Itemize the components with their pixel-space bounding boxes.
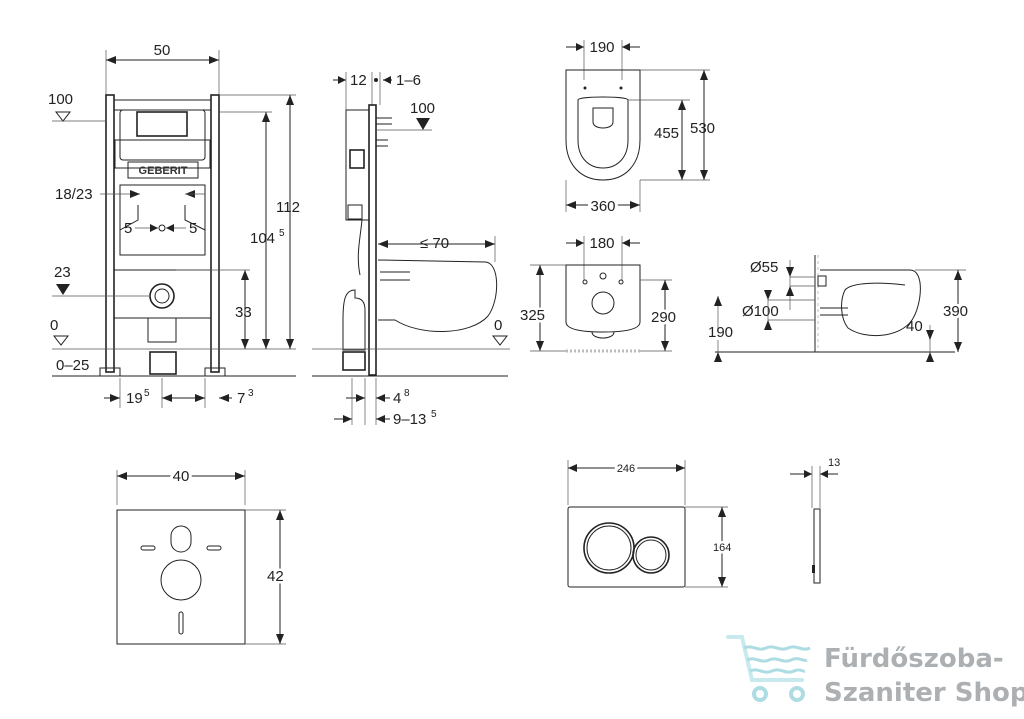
side-top-level-label: 100 bbox=[410, 100, 435, 117]
frame-bottom-left-label: 19 bbox=[126, 390, 143, 407]
bowl-top-outer-length-label: 530 bbox=[690, 120, 715, 137]
frame-width-label: 50 bbox=[154, 42, 171, 59]
frame-floor-range-label: 0–25 bbox=[56, 357, 89, 374]
frame-bottom-right-sup: 3 bbox=[248, 388, 254, 399]
frame-bottom-left-sup: 5 bbox=[144, 388, 150, 399]
frame-level-23-label: 23 bbox=[54, 264, 71, 281]
frame-side-left-label: 5 bbox=[124, 220, 132, 237]
flush-button-large bbox=[583, 522, 635, 574]
bowl-side-view: Ø55 Ø100 190 40 390 bbox=[708, 255, 971, 362]
frame-elevation-view: 50 GEBERIT 100 18/23 bbox=[48, 42, 300, 408]
bowl-side-bottom-label: 40 bbox=[906, 318, 923, 335]
watermark-line-2: Szaniter Shop bbox=[824, 678, 1024, 708]
side-wall-gap-sup: 8 bbox=[404, 388, 410, 399]
watermark-line-1: Fürdőszoba- bbox=[824, 644, 1004, 674]
bowl-top-view: 190 530 455 360 bbox=[565, 39, 715, 218]
bowl-side-height-label: 390 bbox=[943, 303, 968, 320]
side-depth-label: 12 bbox=[350, 72, 367, 89]
bowl-top-inner-length-label: 455 bbox=[654, 125, 679, 142]
bowl-side-small-diameter-label: Ø55 bbox=[750, 259, 778, 276]
frame-inner-height-label: 104 bbox=[250, 230, 275, 247]
side-adjust-label: 1–6 bbox=[396, 72, 421, 89]
bowl-front-left-height-label: 325 bbox=[520, 307, 545, 324]
frame-side-view: 12 1–6 100 ≤ 70 0 bbox=[312, 72, 510, 428]
side-projection-label: ≤ 70 bbox=[420, 235, 449, 252]
side-floor-level-label: 0 bbox=[494, 317, 502, 334]
frame-inner-height-sup: 5 bbox=[279, 228, 285, 239]
pad-height-label: 42 bbox=[267, 568, 284, 585]
flush-plate-width-label: 246 bbox=[617, 463, 635, 475]
flush-plate-outline bbox=[567, 506, 686, 588]
flush-button-small bbox=[632, 536, 670, 574]
side-wall-range-label: 9–13 bbox=[393, 411, 426, 428]
flush-plate-thickness-label: 13 bbox=[828, 457, 840, 469]
side-wall-gap-label: 4 bbox=[393, 390, 401, 407]
geberit-brand-plate: GEBERIT bbox=[139, 165, 188, 177]
bowl-top-bottom-width-label: 360 bbox=[590, 198, 615, 215]
flush-plate-height-label: 164 bbox=[713, 542, 731, 554]
frame-top-level-label: 100 bbox=[48, 91, 73, 108]
insulation-pad-view: 40 42 bbox=[116, 465, 286, 645]
flush-plate-view: 246 164 13 bbox=[567, 457, 840, 588]
bowl-front-right-height-label: 290 bbox=[651, 309, 676, 326]
insulation-pad-outline bbox=[116, 509, 246, 645]
shop-watermark: Fürdőszoba- Szaniter Shop bbox=[726, 635, 1024, 708]
shopping-cart-icon bbox=[726, 635, 811, 702]
frame-total-height-label: 112 bbox=[276, 199, 300, 216]
frame-floor-level-label: 0 bbox=[50, 317, 58, 334]
frame-side-right-label: 5 bbox=[189, 220, 197, 237]
side-wall-range-sup: 5 bbox=[431, 409, 437, 420]
bowl-side-large-diameter-label: Ø100 bbox=[742, 303, 779, 320]
frame-dim-33-label: 33 bbox=[235, 304, 252, 321]
frame-range-label: 18/23 bbox=[55, 186, 93, 203]
bowl-front-view: 180 325 290 bbox=[518, 235, 679, 353]
bowl-top-width-label: 190 bbox=[589, 39, 614, 56]
bowl-front-width-label: 180 bbox=[589, 235, 614, 252]
bowl-side-offset-label: 190 bbox=[708, 324, 733, 341]
frame-bottom-right-label: 7 bbox=[237, 390, 245, 407]
pad-width-label: 40 bbox=[173, 468, 190, 485]
